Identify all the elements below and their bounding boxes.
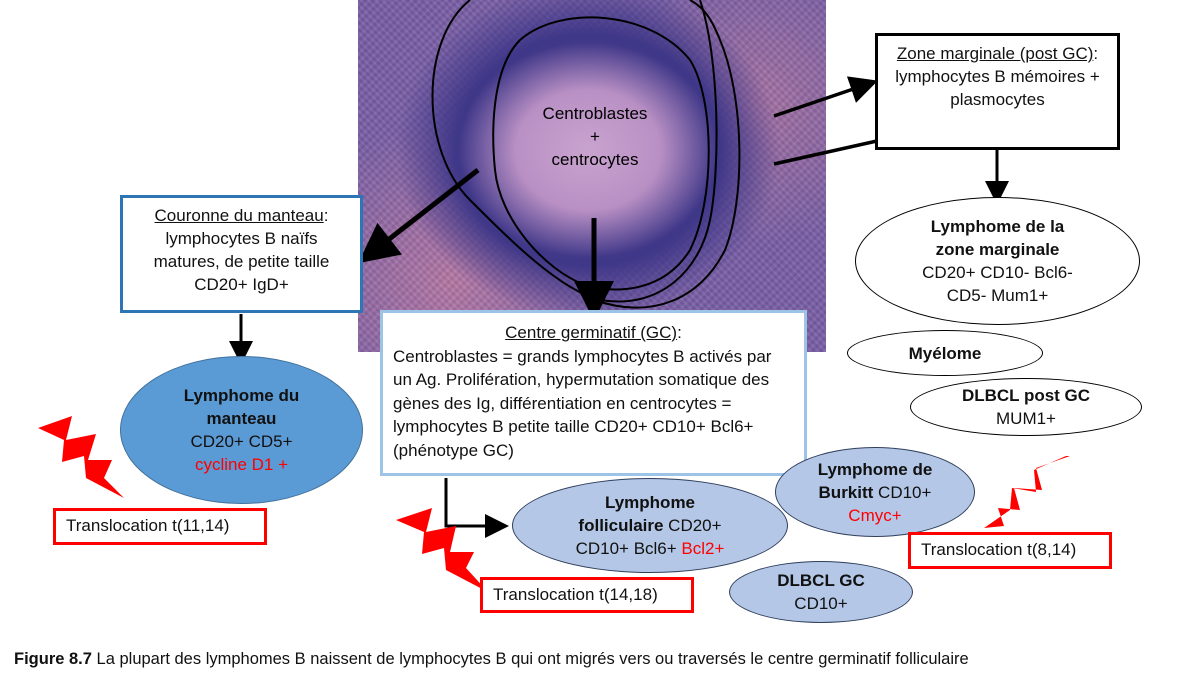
marginal-outline <box>594 0 741 309</box>
centroblast-label: Centroblastes <box>542 104 648 123</box>
follicular-line3: CD10+ Bcl6+ <box>575 539 682 558</box>
dlbcl-gc-line1: DLBCL GC <box>777 571 865 590</box>
figure-caption: Figure 8.7 La plupart des lymphomes B na… <box>14 650 1174 669</box>
arrow-to-mantle-box <box>358 168 480 264</box>
burkitt-line2-rest: CD10+ <box>873 482 932 502</box>
mantle-title: Couronne du manteau <box>154 206 324 225</box>
figure-caption-text: La plupart des lymphomes B naissent de l… <box>91 650 969 668</box>
dlbcl-gc-line2: CD10+ <box>794 594 848 613</box>
mantle-lymphoma-markers: CD20+ CD5+ <box>190 432 293 451</box>
gc-title-colon: : <box>677 323 682 342</box>
marginal-lymphoma-markers2: CD5- Mum1+ <box>946 286 1049 305</box>
myeloma-label: Myélome <box>908 343 982 363</box>
mantle-lymphoma-cyclin: cycline D1 + <box>194 455 289 474</box>
arrow-to-marginal-top <box>773 76 878 118</box>
lightning-icon-left <box>38 416 124 498</box>
dlbcl-post-gc-line2: MUM1+ <box>996 409 1056 428</box>
lightning-icon-middle <box>396 508 488 592</box>
centrocyte-label: centrocytes <box>551 150 639 169</box>
germinal-center-label: Centroblastes + centrocytes <box>520 102 670 171</box>
myeloma-ellipse: Myélome <box>847 330 1043 376</box>
marginal-lymphoma-ellipse: Lymphome de la zone marginale CD20+ CD10… <box>855 197 1140 325</box>
gc-title: Centre germinatif (GC) <box>505 323 678 342</box>
follicular-line2-bold: folliculaire <box>578 516 664 535</box>
marginal-text: : lymphocytes B mémoires + plasmocytes <box>895 44 1100 109</box>
mantle-zone-box: Couronne du manteau: lymphocytes B naïfs… <box>120 195 363 313</box>
plus-label: + <box>590 127 600 146</box>
translocation-t8-14-label: Translocation t(8,14) <box>921 540 1077 559</box>
dlbcl-gc-ellipse: DLBCL GC CD10+ <box>729 561 913 623</box>
germinal-center-outline <box>492 16 710 291</box>
dlbcl-post-gc-line1: DLBCL post GC <box>961 386 1091 405</box>
lightning-icon-right <box>984 456 1070 528</box>
translocation-t11-14-box: Translocation t(11,14) <box>53 508 267 545</box>
follicular-lymphoma-ellipse: Lymphome folliculaire CD20+ CD10+ Bcl6+ … <box>512 478 788 573</box>
translocation-t8-14-box: Translocation t(8,14) <box>908 532 1112 569</box>
marginal-zone-box: Zone marginale (post GC): lymphocytes B … <box>875 33 1120 150</box>
gc-body: Centroblastes = grands lymphocytes B act… <box>393 346 772 460</box>
arrow-gc-to-follicular <box>444 478 509 538</box>
follicular-line2-rest: CD20+ <box>663 516 722 535</box>
marginal-lymphoma-line2: zone marginale <box>935 240 1060 259</box>
mantle-lymphoma-line2: manteau <box>206 409 277 428</box>
marginal-title: Zone marginale (post GC) <box>896 44 1094 63</box>
mantle-lymphoma-ellipse: Lymphome du manteau CD20+ CD5+ cycline D… <box>120 356 363 504</box>
figure-label: Figure 8.7 <box>14 650 92 668</box>
mantle-lymphoma-line1: Lymphome du <box>183 386 300 405</box>
marginal-lymphoma-markers1: CD20+ CD10- Bcl6- <box>922 263 1073 282</box>
follicular-line1: Lymphome <box>604 493 696 512</box>
dlbcl-post-gc-ellipse: DLBCL post GC MUM1+ <box>910 378 1142 436</box>
translocation-t11-14-label: Translocation t(11,14) <box>66 516 230 535</box>
burkitt-cmyc: Cmyc+ <box>848 505 902 525</box>
burkitt-line2-bold: Burkitt <box>818 482 874 502</box>
burkitt-line1: Lymphome de <box>817 459 933 479</box>
translocation-t14-18-label: Translocation t(14,18) <box>493 585 658 604</box>
follicular-bcl2: Bcl2+ <box>681 539 725 558</box>
mantle-text: : lymphocytes B naïfs matures, de petite… <box>153 206 330 294</box>
translocation-t14-18-box: Translocation t(14,18) <box>480 577 694 613</box>
burkitt-lymphoma-ellipse: Lymphome de Burkitt CD10+ Cmyc+ <box>775 447 975 537</box>
marginal-lymphoma-line1: Lymphome de la <box>930 217 1065 236</box>
germinal-center-box: Centre germinatif (GC): Centroblastes = … <box>380 310 807 476</box>
